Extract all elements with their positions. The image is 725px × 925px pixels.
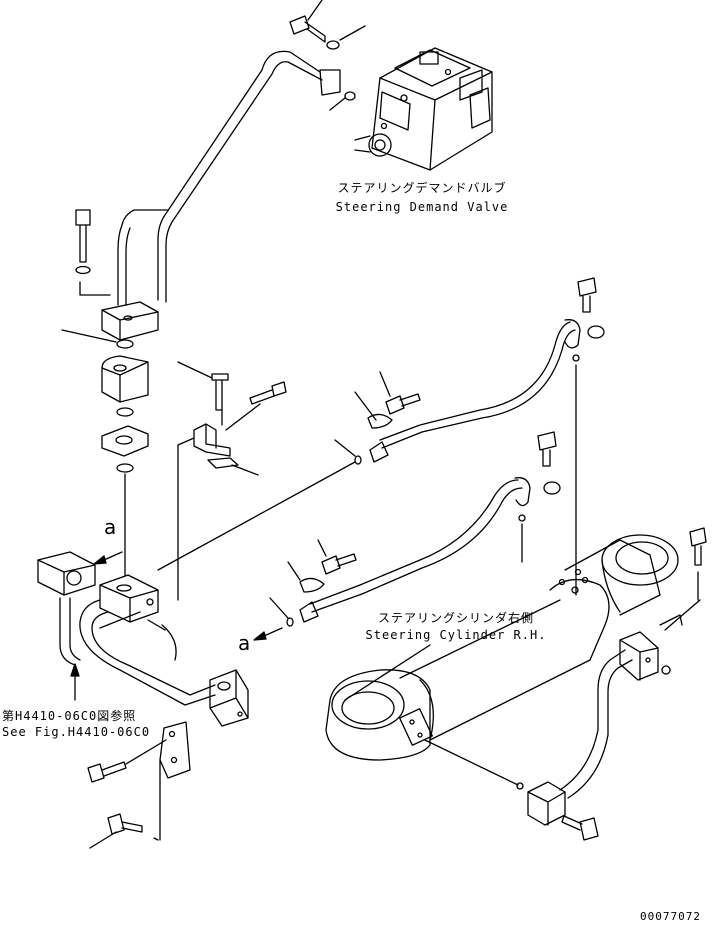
top-washer (326, 40, 340, 50)
right-bolt-bottom (561, 815, 599, 841)
left-bolt (75, 209, 91, 263)
view-arrow-a-upper (93, 551, 123, 565)
upper-hose (369, 319, 581, 463)
lower-pipe (79, 599, 216, 706)
small-nut (661, 665, 671, 675)
o-ring-hose-2 (286, 617, 294, 627)
right-bolt-side (689, 527, 707, 601)
left-washer (75, 265, 91, 275)
lower-hose-clamp (287, 539, 357, 593)
demand-valve-label-jp: ステアリングデマンドバルブ (337, 181, 507, 195)
lower-hose (299, 477, 531, 623)
lower-pipe-block (37, 551, 96, 666)
bracket-bolt-2 (89, 813, 143, 849)
cylinder-label-en: Steering Cylinder R.H. (365, 628, 547, 642)
hose-clamp-top (587, 325, 605, 339)
upper-pipe (117, 50, 341, 306)
tube-end-block (527, 781, 566, 826)
demand-valve-label-en: Steering Demand Valve (335, 200, 509, 214)
view-marker-a-lower: a (238, 631, 252, 655)
see-fig-label-en: See Fig.H4410-06C0 (2, 725, 151, 739)
flange-block (101, 301, 159, 341)
o-ring-hose-1 (354, 455, 362, 465)
adapter-block (101, 355, 149, 403)
bottom-bracket (153, 721, 191, 841)
top-flange-bolt (289, 0, 326, 43)
steering-demand-valve (354, 47, 493, 171)
view-arrow-a-lower (253, 627, 283, 641)
hose-clamp-mid (543, 481, 561, 495)
pipe-end-flange (209, 669, 249, 727)
cylinder-label-jp: ステアリングシリンダ右側 (377, 611, 534, 625)
see-fig-arrow (70, 663, 80, 701)
o-ring-1 (116, 339, 134, 349)
drawing-number: 00077072 (640, 910, 701, 923)
top-o-ring (344, 91, 356, 101)
top-right-bolt (577, 277, 597, 313)
cylinder-tube (559, 599, 701, 799)
see-fig-label-jp: 第H4410-06C0図参照 (2, 709, 137, 723)
clamp-bracket (177, 361, 287, 476)
o-ring-3 (116, 463, 134, 473)
bracket-bolt-1 (87, 739, 167, 783)
lower-split-flange (101, 425, 149, 457)
view-marker-a-upper: a (104, 515, 118, 539)
o-ring-2 (116, 407, 134, 417)
manifold-block (99, 574, 159, 623)
mid-right-bolt (537, 431, 557, 467)
steering-cylinder (325, 534, 679, 761)
upper-hose-clamp (354, 371, 421, 429)
